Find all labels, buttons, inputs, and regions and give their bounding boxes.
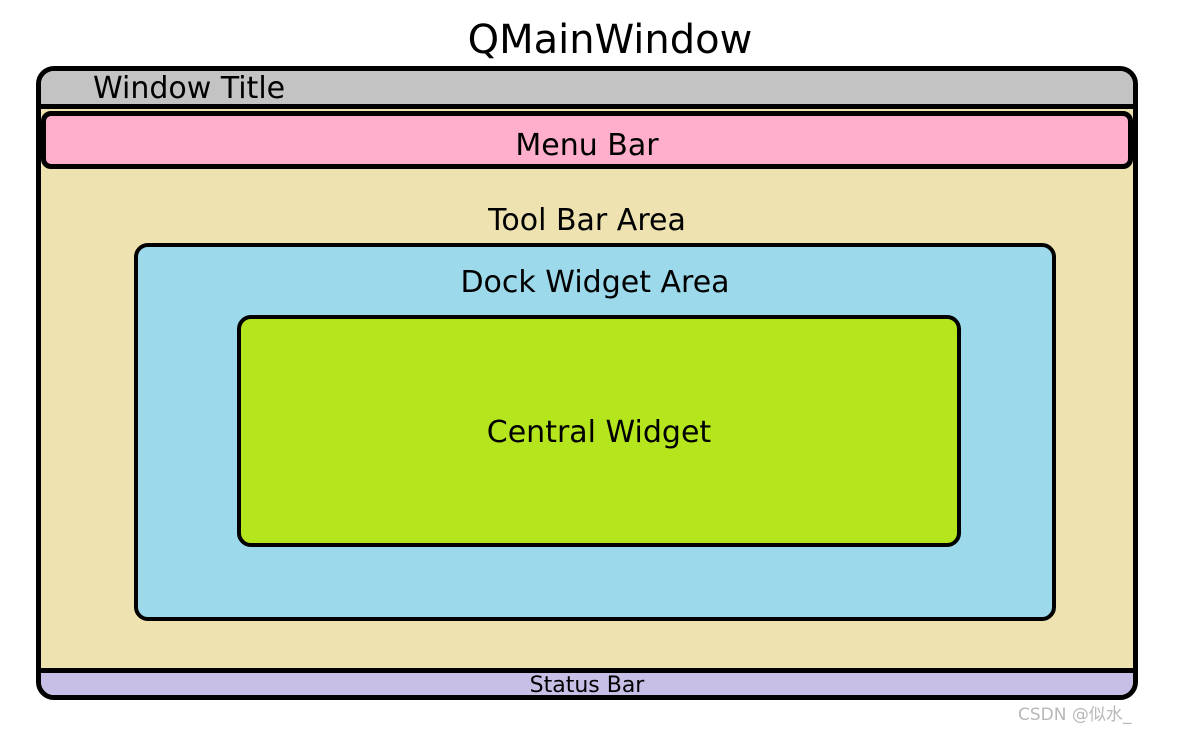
status-bar-label: Status Bar <box>529 673 645 698</box>
tool-bar-area-label: Tool Bar Area <box>488 203 686 238</box>
status-bar-region: Status Bar <box>41 668 1133 698</box>
dock-widget-area-region: Dock Widget Area Central Widget <box>134 243 1056 621</box>
watermark-text: CSDN @似水_ <box>1018 705 1132 725</box>
central-widget-region: Central Widget <box>237 315 961 547</box>
main-window-frame: Window Title Menu Bar Tool Bar Area Dock… <box>36 66 1138 700</box>
dock-widget-area-label: Dock Widget Area <box>460 265 730 300</box>
menu-bar-label: Menu Bar <box>515 128 659 163</box>
menu-bar-region: Menu Bar <box>41 111 1133 169</box>
central-widget-label: Central Widget <box>486 415 712 450</box>
window-title-region: Window Title <box>41 71 1133 109</box>
diagram-title: QMainWindow <box>467 17 753 63</box>
window-title-label: Window Title <box>93 71 286 106</box>
